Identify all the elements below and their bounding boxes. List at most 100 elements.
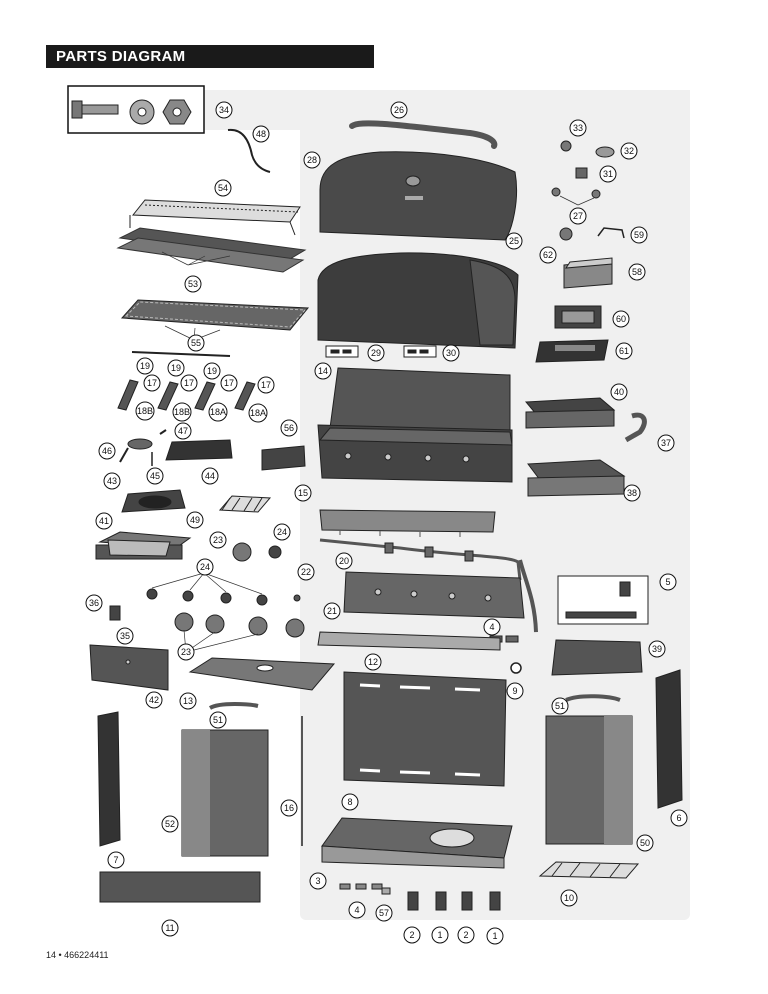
part-28-hood [319,151,518,241]
callout-label: 19 [171,363,181,373]
part-14-firebox [317,367,513,483]
callout-circle [116,627,134,645]
callout-circle [201,467,219,485]
callout-29: 29 [367,344,385,362]
part-49-rack [218,495,272,513]
callout-label: 19 [140,361,150,371]
callout-1: 1 [431,926,449,944]
callout-57: 57 [375,904,393,922]
callout-43: 43 [103,472,121,490]
part-11-front-panel [99,871,261,903]
callout-circle [280,419,298,437]
part-valves [407,891,501,911]
callout-circle [367,344,385,362]
callout-31: 31 [599,165,617,183]
part-7-side-frame-left [97,711,121,847]
callout-label: 55 [191,338,201,348]
callout-2: 2 [403,926,421,944]
callout-32: 32 [620,142,638,160]
callout-label: 7 [113,855,118,865]
part-27-left [551,187,561,197]
callout-30: 30 [442,344,460,362]
callout-label: 53 [188,279,198,289]
callout-19: 19 [167,359,185,377]
callout-label: 47 [178,426,188,436]
callout-label: 4 [489,622,494,632]
callout-22: 22 [297,563,315,581]
part-21-control-panel [343,571,525,619]
callout-circle [186,511,204,529]
callout-45: 45 [146,467,164,485]
callout-label: 48 [256,129,266,139]
callout-circle [143,374,161,392]
callout-38: 38 [623,484,641,502]
callout-10: 10 [560,889,578,907]
callout-18B: 18B [172,402,192,422]
callout-27: 27 [569,207,587,225]
callout-label: 4 [354,905,359,915]
part-37-side-handle [624,412,647,443]
callout-42: 42 [145,691,163,709]
callout-9: 9 [506,682,524,700]
callout-label: 46 [102,446,112,456]
callout-circle [314,362,332,380]
callout-label: 13 [183,696,193,706]
callout-34: 34 [215,101,233,119]
part-25-hood-liner [317,252,519,349]
callout-36: 36 [85,594,103,612]
callout-7: 7 [107,851,125,869]
callout-circle [659,573,677,591]
page-title: PARTS DIAGRAM [56,48,186,65]
part-42-side-panel [89,644,169,691]
callout-label: 44 [205,471,215,481]
callout-circle [569,119,587,137]
callout-label: 18B [137,406,153,416]
callout-label: 41 [99,516,109,526]
callout-label: 27 [573,211,583,221]
callout-19: 19 [136,357,154,375]
callout-circle [161,919,179,937]
callout-47: 47 [174,422,192,440]
callout-label: 31 [603,169,613,179]
callout-circle [442,344,460,362]
callout-18B: 18B [135,401,155,421]
part-58-side-burner-cover [563,257,613,289]
callout-circle [610,383,628,401]
callout-circle [103,472,121,490]
callout-35: 35 [116,627,134,645]
callout-label: 8 [347,797,352,807]
callout-circle [628,263,646,281]
callout-56: 56 [280,419,298,437]
callout-25: 25 [505,232,523,250]
callout-59: 59 [630,226,648,244]
part-20-manifold [319,538,522,581]
callout-circle [179,692,197,710]
part-24-bezels [146,545,282,606]
part-46-side-burner-valve [119,438,153,463]
callout-circle [107,851,125,869]
callout-label: 33 [573,123,583,133]
callout-circle [273,523,291,541]
callout-circle [486,927,504,945]
part-55-cooking-grates [120,299,310,331]
callout-label: 38 [627,488,637,498]
part-34-hardware-kit [67,85,205,134]
part-15-heat-shield [319,509,496,537]
callout-label: 32 [624,146,634,156]
callout-37: 37 [657,434,675,452]
callout-circle [145,691,163,709]
callout-2: 2 [457,926,475,944]
part-29-label [325,345,359,358]
callout-17: 17 [257,376,275,394]
callout-circle [174,422,192,440]
callout-label: 57 [379,908,389,918]
part-3-base-tray [321,817,513,869]
callout-circle [215,101,233,119]
callout-label: 22 [301,567,311,577]
callout-label: 50 [640,838,650,848]
callout-circle [220,374,238,392]
callout-label: 56 [284,423,294,433]
part-4-small-brackets [339,883,383,890]
callout-51: 51 [209,711,227,729]
callout-label: 36 [89,598,99,608]
